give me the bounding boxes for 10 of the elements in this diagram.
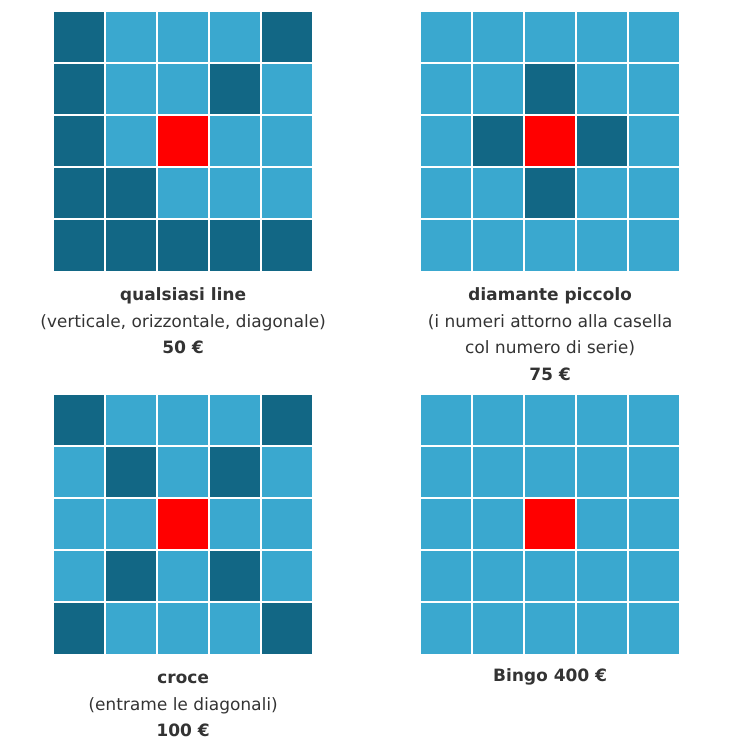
prize-amount: 75 € <box>529 364 571 386</box>
prize-title: qualsiasi line <box>120 284 246 307</box>
prize-title: diamante piccolo <box>468 284 632 307</box>
prize-amount: 50 € <box>162 337 204 360</box>
prize-description: (verticale, orizzontale, diagonale) <box>40 310 326 334</box>
prize-description: (i numeri attorno alla casella col numero di serie) <box>426 310 674 360</box>
prize-description: (entrame le diagonali) <box>88 694 278 716</box>
prize-title: croce <box>157 667 209 690</box>
prize-amount: 100 € <box>156 720 210 743</box>
prize-title: Bingo 400 € <box>493 665 607 688</box>
